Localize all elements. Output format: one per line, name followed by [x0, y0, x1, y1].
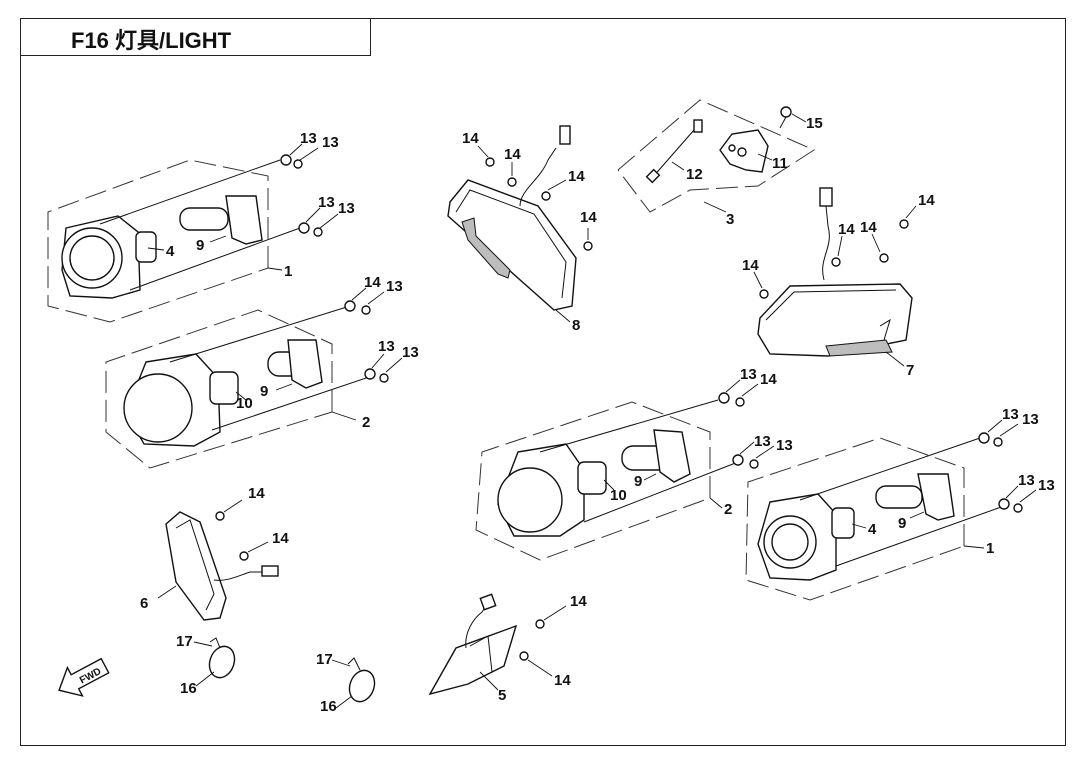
screw-icon [535, 619, 545, 629]
callout-13: 13 [322, 134, 339, 151]
screw-icon [541, 191, 551, 201]
screw-icon [485, 157, 495, 167]
callout-2: 2 [724, 501, 732, 518]
callout-14: 14 [760, 371, 777, 388]
screw-icon [298, 222, 323, 237]
screw-icon [899, 219, 909, 229]
callout-16: 16 [180, 680, 197, 697]
lamp-assembly-3 [617, 99, 816, 213]
callout-3: 3 [726, 211, 734, 228]
screw-icon [583, 241, 593, 251]
callout-13: 13 [318, 194, 335, 211]
callout-10: 10 [610, 487, 627, 504]
callout-14: 14 [742, 257, 759, 274]
side-lamp-5 [428, 593, 567, 696]
screw-icon [519, 651, 529, 661]
led-headlight-7 [753, 187, 917, 367]
screw-icon [759, 289, 769, 299]
callout-13: 13 [386, 278, 403, 295]
callout-14: 14 [568, 168, 585, 185]
screw-icon [718, 392, 745, 407]
callout-13: 13 [338, 200, 355, 217]
callout-14: 14 [838, 221, 855, 238]
headlight-assembly-1-right [745, 419, 1037, 601]
headlight-assembly-1-left [47, 143, 339, 323]
callout-13: 13 [300, 130, 317, 147]
callout-13: 13 [1002, 406, 1019, 423]
callout-12: 12 [686, 166, 703, 183]
headlight-assembly-2-left [105, 287, 403, 469]
callout-4: 4 [166, 243, 175, 260]
callout-9: 9 [196, 237, 204, 254]
callout-14: 14 [918, 192, 935, 209]
led-headlight-8 [447, 125, 593, 323]
callout-13: 13 [776, 437, 793, 454]
screw-icon [364, 368, 389, 383]
callout-13: 13 [1038, 477, 1055, 494]
callout-9: 9 [260, 383, 268, 400]
callout-1: 1 [284, 263, 292, 280]
callout-6: 6 [140, 595, 148, 612]
callout-13: 13 [1018, 472, 1035, 489]
callout-17: 17 [176, 633, 193, 650]
callout-14: 14 [248, 485, 265, 502]
fwd-arrow-icon: FWD [58, 657, 110, 697]
callout-14: 14 [462, 130, 479, 147]
callout-13: 13 [740, 366, 757, 383]
callout-13: 13 [402, 344, 419, 361]
callout-14: 14 [554, 672, 571, 689]
screw-icon [978, 432, 1003, 447]
callout-7: 7 [906, 362, 914, 379]
callout-9: 9 [898, 515, 906, 532]
callout-14: 14 [364, 274, 381, 291]
title-block: F16 灯具/LIGHT [20, 18, 371, 56]
screw-icon [507, 177, 517, 187]
callout-4: 4 [868, 521, 877, 538]
screw-icon [215, 511, 225, 521]
reflector-16-left [193, 637, 236, 687]
headlight-assembly-2-right [475, 379, 775, 561]
callout-11: 11 [772, 155, 788, 172]
page-title: F16 灯具/LIGHT [71, 28, 232, 53]
callout-8: 8 [572, 317, 580, 334]
side-lamp-6 [157, 499, 279, 621]
callout-14: 14 [580, 209, 597, 226]
reflector-16-right [331, 657, 376, 709]
screw-icon [879, 253, 889, 263]
callout-17: 17 [316, 651, 333, 668]
screw-icon [732, 454, 759, 469]
callout-14: 14 [860, 219, 877, 236]
callout-9: 9 [634, 473, 642, 490]
callout-16: 16 [320, 698, 337, 715]
callout-14: 14 [504, 146, 521, 163]
callout-14: 14 [570, 593, 587, 610]
screw-icon [344, 300, 371, 315]
callout-14: 14 [272, 530, 289, 547]
drawing-frame [20, 18, 1066, 746]
screw-icon [239, 551, 249, 561]
callout-10: 10 [236, 395, 253, 412]
screw-icon [779, 106, 792, 129]
screw-icon [831, 257, 841, 267]
callout-5: 5 [498, 687, 506, 704]
callout-15: 15 [806, 115, 823, 132]
callout-13: 13 [754, 433, 771, 450]
screw-icon [280, 154, 303, 169]
callout-13: 13 [1022, 411, 1039, 428]
callout-2: 2 [362, 414, 370, 431]
callout-1: 1 [986, 540, 994, 557]
callout-13: 13 [378, 338, 395, 355]
screw-icon [998, 498, 1023, 513]
